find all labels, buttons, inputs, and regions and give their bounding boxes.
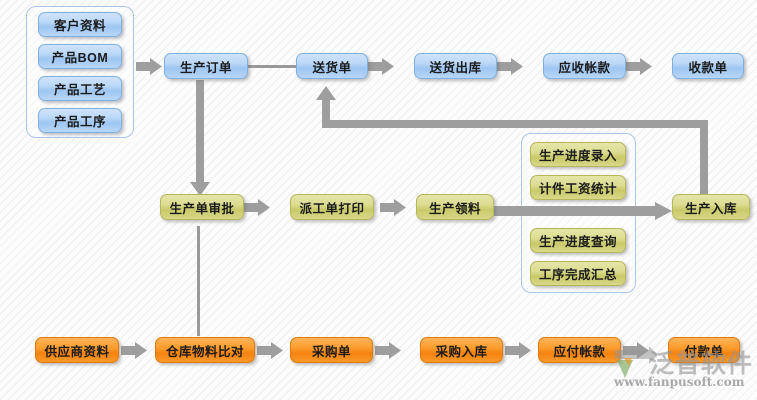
node-delivery-out[interactable]: 送货出库 (414, 53, 497, 79)
arrow-purchase-to-purchasein (375, 342, 401, 359)
arrow-stock-to-purchase (257, 342, 283, 359)
node-piecework-wage-stat[interactable]: 计件工资统计 (530, 175, 626, 200)
node-production-in[interactable]: 生产入库 (672, 194, 750, 220)
node-product-bom[interactable]: 产品BOM (38, 44, 122, 69)
node-work-order-print[interactable]: 派工单打印 (290, 194, 374, 220)
connector-pick-to-in-shaft (494, 206, 660, 216)
connector-order-to-delivery (248, 65, 299, 68)
node-production-pick[interactable]: 生产领料 (416, 194, 494, 220)
arrow-deliveryout-to-receivable (497, 58, 523, 75)
arrow-order-to-approve-head (190, 182, 210, 196)
node-payable[interactable]: 应付帐款 (538, 337, 621, 363)
node-process-complete-summary[interactable]: 工序完成汇总 (530, 261, 626, 286)
node-delivery-note[interactable]: 送货单 (296, 53, 368, 79)
connector-feedback-horizontal (322, 120, 708, 128)
arrow-feedback-into-delivery (316, 86, 336, 100)
node-purchase-order[interactable]: 采购单 (290, 337, 373, 363)
arrow-purchasein-to-payable (505, 342, 531, 359)
arrow-basicdata-to-order (136, 58, 162, 75)
node-customer-data[interactable]: 客户资料 (38, 12, 122, 37)
arrow-pick-to-in-head (655, 202, 672, 220)
connector-feedback-vertical-right (700, 120, 708, 206)
arrow-workorder-to-pick (380, 199, 406, 216)
arrow-payable-to-payment (623, 342, 649, 359)
arrow-delivery-to-deliveryout (368, 58, 394, 75)
node-stock-compare[interactable]: 仓库物料比对 (155, 337, 255, 363)
arrow-supplier-to-stock (121, 342, 147, 359)
node-progress-query[interactable]: 生产进度查询 (530, 228, 626, 253)
node-receipt[interactable]: 收款单 (672, 53, 744, 79)
arrow-receivable-to-receipt (626, 58, 652, 75)
connector-feedback-vertical-left (322, 98, 330, 124)
node-purchase-in[interactable]: 采购入库 (420, 337, 503, 363)
node-progress-entry[interactable]: 生产进度录入 (530, 142, 626, 167)
node-product-process[interactable]: 产品工序 (38, 108, 122, 133)
node-production-approve[interactable]: 生产单审批 (160, 194, 244, 220)
arrow-approve-to-workorder (244, 199, 270, 216)
connector-order-to-approve-shaft (196, 80, 204, 184)
node-production-order[interactable]: 生产订单 (164, 53, 248, 79)
watermark-url: www.fanpusoft.com (614, 375, 745, 389)
node-receivable[interactable]: 应收帐款 (543, 53, 626, 79)
connector-approve-to-stock (197, 226, 200, 336)
node-supplier-data[interactable]: 供应商资料 (35, 337, 119, 363)
node-payment[interactable]: 付款单 (668, 337, 740, 363)
node-product-craft[interactable]: 产品工艺 (38, 76, 122, 101)
